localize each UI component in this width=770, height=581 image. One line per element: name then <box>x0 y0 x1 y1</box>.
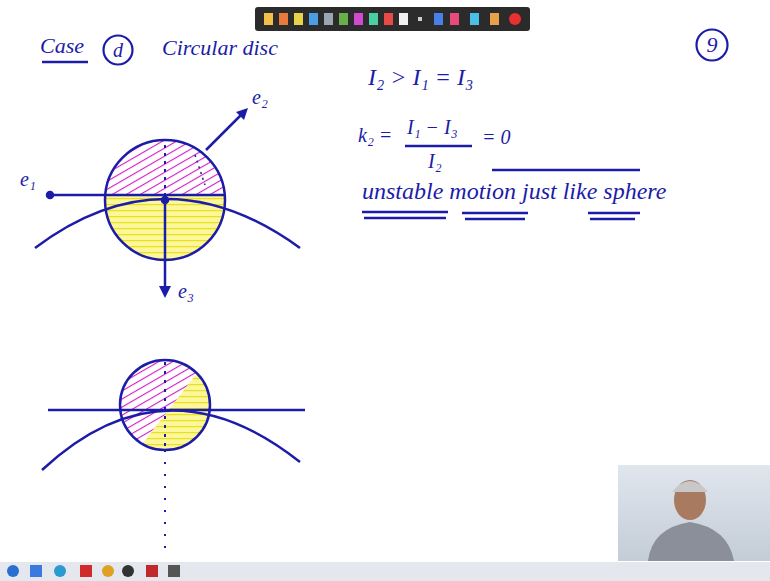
handwritten-label: e₁ <box>20 168 36 190</box>
toolbar-icons <box>264 13 521 25</box>
handwritten-label: I₂ <box>428 150 442 172</box>
presenter-figure <box>648 480 734 561</box>
circled-mark: 9 <box>695 28 729 62</box>
axis-lines <box>47 108 248 298</box>
toolbar <box>255 7 530 31</box>
circled-text: 9 <box>707 34 718 56</box>
disc-rotated <box>110 350 225 460</box>
presenter-video <box>618 465 770 561</box>
handwritten-label: e₃ <box>178 280 194 302</box>
handwritten-label: Circular disc <box>162 36 278 60</box>
dashed-vertical <box>164 450 166 548</box>
handwritten-label: I₂ > I₁ = I₃ <box>368 64 473 90</box>
taskbar <box>0 562 770 581</box>
handwritten-label: k₂ = <box>358 124 392 146</box>
taskbar-icons <box>7 565 180 577</box>
orbit-arc <box>42 410 300 470</box>
circled-text: d <box>113 40 123 60</box>
handwritten-label: unstable motion just like sphere <box>362 178 666 204</box>
handwritten-label: Case <box>40 34 84 58</box>
handwritten-label: = 0 <box>482 126 511 148</box>
circled-mark: d <box>102 34 134 66</box>
handwritten-label: I₁ − I₃ <box>407 116 458 138</box>
orbit-arc <box>35 199 300 248</box>
handwritten-label: e₂ <box>252 86 268 108</box>
